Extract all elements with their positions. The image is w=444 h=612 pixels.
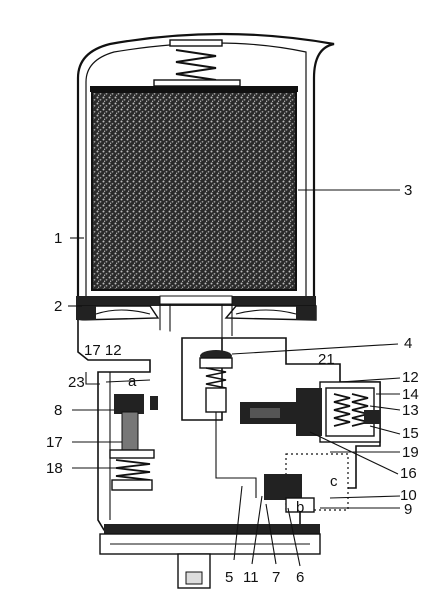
upper-plate bbox=[90, 86, 298, 92]
callout-12: 12 bbox=[402, 369, 419, 386]
callout-7: 7 bbox=[272, 569, 280, 586]
callout-1: 1 bbox=[54, 230, 62, 247]
callout-14: 14 bbox=[402, 386, 419, 403]
callout-19: 19 bbox=[402, 444, 419, 461]
chamber-c bbox=[264, 453, 349, 513]
callout-5: 5 bbox=[225, 569, 233, 586]
chamber-c-label: c bbox=[330, 473, 338, 490]
regeneration-piston bbox=[109, 394, 158, 491]
callout-6: 6 bbox=[296, 569, 304, 586]
callout-21: 21 bbox=[318, 351, 335, 368]
callout-17-12: 17 12 bbox=[84, 342, 122, 359]
callout-10: 10 bbox=[400, 487, 417, 504]
check-valve bbox=[199, 350, 233, 413]
bottom-cover bbox=[99, 524, 321, 589]
chamber-labels: a b c bbox=[128, 373, 338, 516]
callout-18: 18 bbox=[46, 460, 63, 477]
callout-8: 8 bbox=[54, 402, 62, 419]
callout-13: 13 bbox=[402, 402, 419, 419]
callout-9: 9 bbox=[404, 501, 412, 518]
callout-4: 4 bbox=[404, 335, 412, 352]
desiccant-bed bbox=[91, 91, 297, 291]
chamber-a-label: a bbox=[128, 373, 137, 390]
chamber-b-label: b bbox=[296, 499, 304, 516]
callout-11: 11 bbox=[243, 569, 259, 586]
outlet-channel bbox=[159, 295, 233, 305]
callouts: 1 2 3 4 5 6 7 8 9 10 11 12 13 14 15 16 1… bbox=[46, 182, 419, 586]
callout-16: 16 bbox=[400, 465, 417, 482]
callout-17: 17 bbox=[46, 434, 63, 451]
callout-3: 3 bbox=[404, 182, 412, 199]
solenoid-assembly bbox=[240, 381, 381, 443]
leader-lines bbox=[68, 189, 401, 567]
callout-15: 15 bbox=[402, 425, 419, 442]
callout-23: 23 bbox=[68, 374, 85, 391]
callout-2: 2 bbox=[54, 298, 62, 315]
